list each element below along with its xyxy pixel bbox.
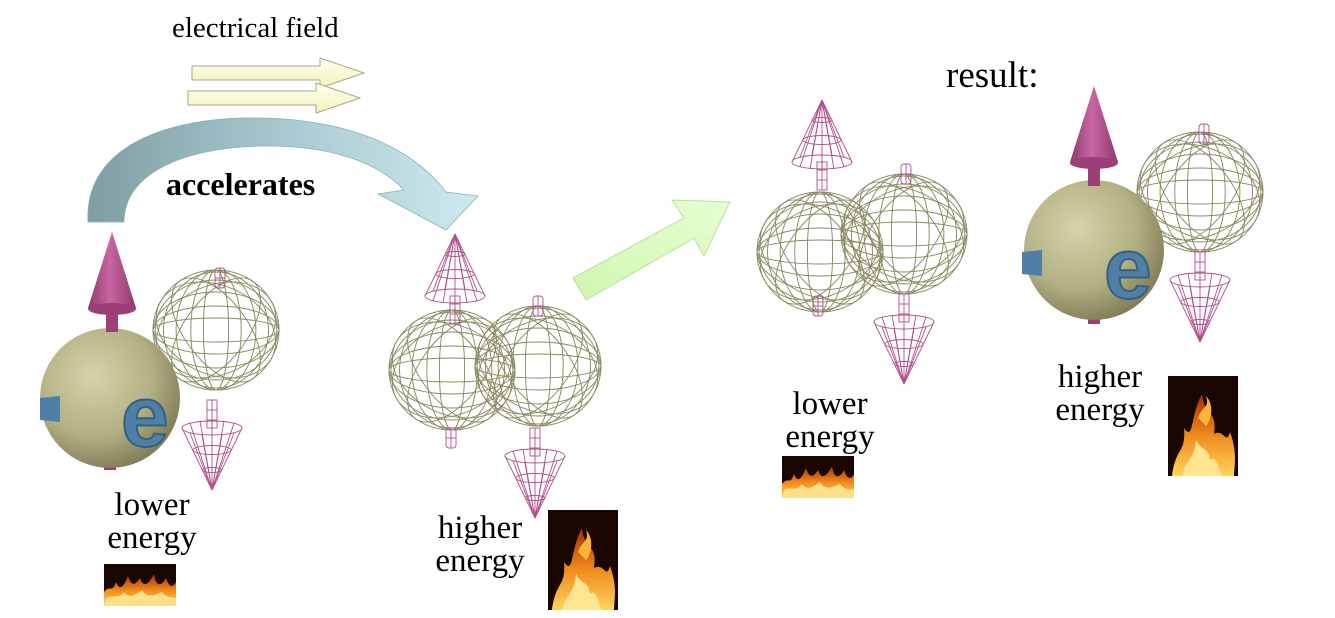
energy-label-d-line2: energy [1055, 392, 1145, 428]
energy-label-b: higher energy [424, 512, 536, 578]
accelerates-label: accelerates [166, 166, 316, 202]
wire-cone-d-down [1169, 251, 1231, 343]
electron-a: e [40, 328, 180, 470]
spin-cone-d [1070, 86, 1118, 186]
wire-cone-b-down [504, 427, 566, 519]
wire-cone-c-up [792, 100, 852, 190]
wire-cone-b-up [425, 234, 485, 324]
small-flame-image [782, 456, 854, 498]
electron-letter-icon: e [1104, 221, 1152, 317]
wire-stub-b-bottom [445, 427, 457, 449]
energy-label-a-line2: energy [107, 520, 197, 556]
energy-label-b-line2: energy [435, 543, 525, 579]
wire-sphere-c-right [826, 166, 982, 302]
energy-label-d: higher energy [1044, 361, 1156, 427]
energy-label-d-line1: higher [1057, 359, 1143, 395]
small-flame-image [104, 564, 176, 606]
wire-cone-c-down [873, 293, 935, 385]
electrical-field-label: electrical field [172, 12, 339, 44]
electron-letter-icon: e [121, 369, 169, 465]
large-flame-image [548, 510, 618, 610]
energy-label-a: lower energy [92, 489, 212, 555]
state-d-higher-energy: e [1022, 86, 1278, 476]
wire-cone-a-down [181, 399, 243, 491]
energy-label-c-line2: energy [785, 419, 875, 455]
energy-label-c: lower energy [770, 388, 890, 454]
field-arrow-top [191, 57, 366, 89]
wire-stub-d-top [1198, 123, 1210, 145]
energy-label-b-line1: higher [437, 510, 523, 546]
energy-label-a-line1: lower [114, 487, 190, 523]
accelerates-curved-arrow [87, 117, 479, 231]
wire-stub-b-top [532, 295, 544, 317]
result-label: result: [946, 55, 1039, 96]
state-a-lower-energy: e [40, 232, 294, 606]
spin-cone-a [88, 232, 136, 332]
wire-sphere-c-left [742, 184, 898, 320]
transition-arrow [572, 199, 731, 301]
field-arrow-bottom [187, 82, 362, 114]
electron-d: e [1022, 180, 1164, 324]
energy-label-c-line1: lower [792, 386, 868, 422]
large-flame-image [1168, 376, 1238, 476]
